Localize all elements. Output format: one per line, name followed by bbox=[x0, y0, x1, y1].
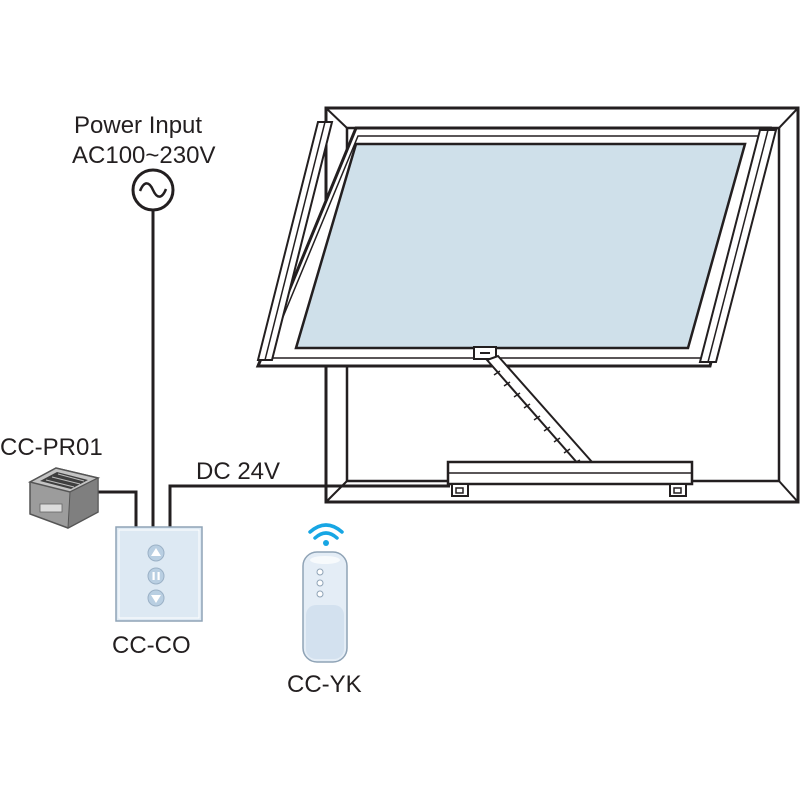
up-arrow-icon bbox=[147, 544, 165, 562]
wall-controller bbox=[115, 526, 203, 622]
controller-model-label: CC-CO bbox=[112, 632, 191, 659]
power-voltage-label: AC100~230V bbox=[72, 142, 216, 169]
chain-actuator bbox=[446, 460, 694, 497]
sensor-cable bbox=[96, 490, 138, 528]
dc-voltage-label: DC 24V bbox=[196, 458, 281, 485]
ac-sine-icon bbox=[131, 168, 175, 212]
wifi-signal-icon bbox=[308, 523, 344, 546]
window-sash bbox=[255, 121, 778, 368]
remote-model-label: CC-YK bbox=[287, 671, 362, 698]
sensor-model-label: CC-PR01 bbox=[0, 434, 103, 461]
rain-sensor bbox=[27, 467, 101, 529]
window-glass bbox=[294, 142, 747, 350]
dc-cable bbox=[168, 484, 450, 528]
wiring bbox=[96, 210, 450, 528]
actuator-chain bbox=[473, 346, 594, 468]
down-arrow-icon bbox=[147, 589, 165, 607]
pause-icon bbox=[147, 567, 165, 585]
power-input-label: Power Input bbox=[74, 112, 203, 139]
remote-control bbox=[302, 523, 348, 663]
